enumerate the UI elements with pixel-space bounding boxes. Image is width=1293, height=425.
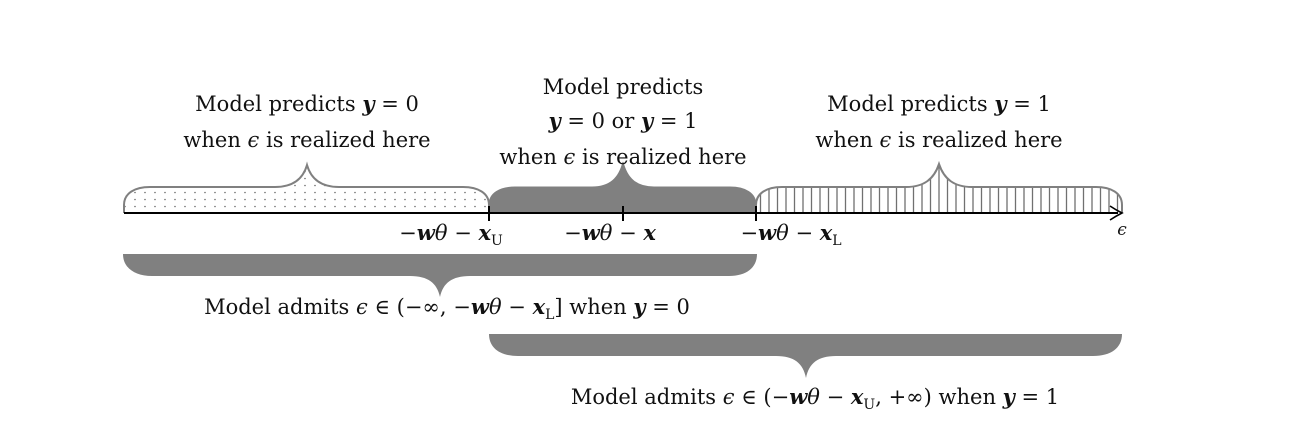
axis-label-epsilon: ϵ (1117, 220, 1127, 240)
brace-predict-y1 (755, 160, 1123, 213)
label-predict-either-line1: Model predicts (543, 75, 703, 99)
epsilon-axis (124, 205, 1124, 221)
label-predict-either: Model predicts y = 0 or y = 1 when ϵ is … (499, 75, 746, 169)
label-predict-y0-line1: Model predicts y = 0 (195, 91, 419, 116)
tick-label-upper: −wθ − xU (399, 220, 503, 249)
tick-label-lower: −wθ − xL (740, 220, 841, 249)
label-predict-y0: Model predicts y = 0 when ϵ is realized … (183, 91, 430, 152)
label-predict-either-line2: y = 0 or y = 1 (547, 108, 697, 133)
label-predict-y1-line2: when ϵ is realized here (815, 128, 1062, 152)
label-predict-either-line3: when ϵ is realized here (499, 145, 746, 169)
label-predict-y1-line1: Model predicts y = 1 (827, 91, 1051, 116)
label-admit-y0: Model admits ϵ ∈ (−∞, −wθ − xL] when y =… (204, 294, 690, 323)
brace-admit-y0 (123, 254, 757, 297)
label-predict-y0-line2: when ϵ is realized here (183, 128, 430, 152)
brace-admit-y1 (489, 334, 1122, 378)
tick-label-mid: −wθ − x (564, 220, 656, 245)
label-admit-y1: Model admits ϵ ∈ (−wθ − xU, +∞) when y =… (571, 384, 1059, 413)
label-predict-y1: Model predicts y = 1 when ϵ is realized … (815, 91, 1062, 152)
brace-predict-either (488, 161, 757, 214)
brace-predict-y0 (123, 161, 490, 213)
